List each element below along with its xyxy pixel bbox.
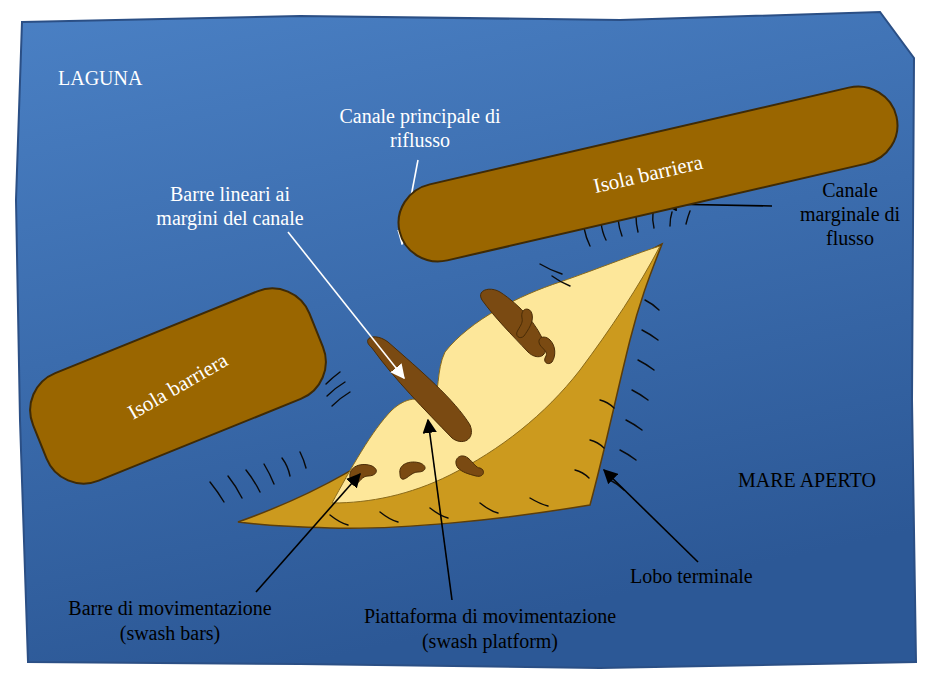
callout-label: (swash bars) [40, 621, 300, 645]
callout-label: LAGUNA [58, 66, 178, 90]
swash-bar [456, 456, 484, 476]
island-outline [18, 276, 338, 495]
linear-bar [481, 289, 546, 357]
swash-bar [517, 309, 533, 338]
callout-label: Canale marginale di flusso [780, 178, 920, 250]
callout-label: Lobo terminale [630, 564, 790, 588]
callout-label: MARE APERTO [738, 468, 908, 492]
callout-label: Canale principale di riflusso [330, 104, 510, 152]
water-body [16, 12, 916, 668]
callout-label: Piattaforma di movimentazione [330, 604, 650, 628]
swash-bar [400, 462, 425, 479]
callout-label: (swash platform) [330, 629, 650, 653]
swash-bar [539, 337, 555, 364]
callout-label: Barre lineari ai margini del canale [140, 182, 320, 230]
callout-label: Barre di movimentazione [40, 596, 300, 620]
swash-platform [332, 246, 660, 503]
